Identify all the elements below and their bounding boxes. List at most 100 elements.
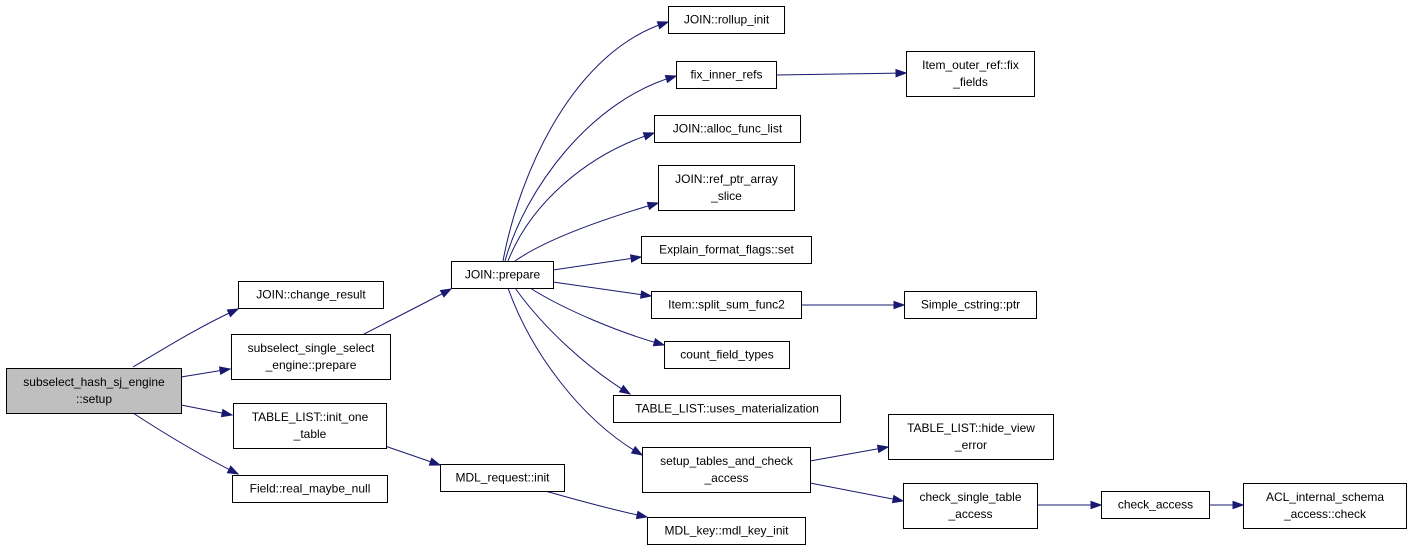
node-alloc-func-list[interactable]: JOIN::alloc_func_list (654, 115, 801, 143)
node-uses-mat[interactable]: TABLE_LIST::uses_materialization (613, 395, 841, 423)
edge-line (507, 132, 655, 262)
node-label: _access (947, 507, 992, 521)
node-label: subselect_single_select (248, 341, 375, 355)
node-label: subselect_hash_sj_engine (23, 375, 165, 389)
edge-split-sum-to-cstring-ptr (801, 300, 906, 310)
edge-join-prepare-to-uses-mat (514, 287, 632, 395)
edge-line (502, 21, 669, 262)
edge-line (775, 72, 907, 76)
node-label: fix_inner_refs (690, 68, 762, 82)
node-label: MDL_request::init (455, 471, 550, 485)
node-explain-set[interactable]: Explain_format_flags::set (641, 236, 812, 264)
node-box[interactable] (1101, 491, 1210, 519)
node-setup-tables[interactable]: setup_tables_and_check_access (642, 447, 811, 493)
edge-line (544, 490, 648, 518)
node-check-access[interactable]: check_access (1101, 491, 1210, 519)
node-label: ::setup (76, 392, 112, 406)
arrowhead-icon (876, 444, 890, 454)
arrowhead-icon (629, 254, 643, 263)
node-box[interactable] (654, 115, 801, 143)
arrowhead-icon (635, 510, 649, 520)
node-split-sum[interactable]: Item::split_sum_func2 (651, 291, 802, 319)
edge-line (552, 256, 642, 271)
node-rollup-init[interactable]: JOIN::rollup_init (668, 6, 785, 34)
edge-line (132, 308, 239, 368)
arrowhead-icon (652, 337, 666, 347)
node-label: Explain_format_flags::set (659, 243, 794, 257)
node-acl-check[interactable]: ACL_internal_schema_access::check (1243, 483, 1407, 529)
node-real-maybe-null[interactable]: Field::real_maybe_null (232, 475, 388, 503)
node-init-one-table[interactable]: TABLE_LIST::init_one_table (233, 403, 387, 449)
arrowhead-icon (656, 21, 670, 30)
edge-setup-tables-to-check-single (809, 482, 905, 504)
node-cstring-ptr[interactable]: Simple_cstring::ptr (904, 291, 1037, 319)
node-box[interactable] (647, 517, 806, 545)
node-box[interactable] (906, 51, 1035, 97)
edge-mdl-request-init-to-mdl-key-init (544, 490, 649, 520)
node-box[interactable] (903, 483, 1038, 529)
node-check-single[interactable]: check_single_table_access (903, 483, 1038, 529)
node-label: _fields (952, 75, 988, 89)
edge-line (507, 287, 643, 456)
edge-join-prepare-to-ref-ptr-array (514, 201, 660, 262)
node-box[interactable] (668, 6, 785, 34)
edge-line (809, 446, 889, 462)
arrowhead-icon (630, 445, 644, 456)
node-join-prepare[interactable]: JOIN::prepare (451, 261, 554, 289)
arrowhead-icon (1232, 500, 1245, 510)
node-count-field[interactable]: count_field_types (664, 341, 790, 369)
edge-join-prepare-to-fix-inner-refs (504, 74, 678, 262)
node-box[interactable] (658, 165, 795, 211)
edge-root-to-sub-prepare (180, 366, 232, 378)
node-label: check_access (1118, 498, 1193, 512)
node-box[interactable] (6, 368, 182, 414)
node-box[interactable] (440, 464, 565, 492)
node-hide-view[interactable]: TABLE_LIST::hide_view_error (888, 414, 1054, 460)
edge-join-prepare-to-count-field (529, 287, 666, 347)
node-box[interactable] (888, 414, 1054, 460)
node-label: _access (703, 471, 748, 485)
node-label: count_field_types (680, 348, 773, 362)
node-label: Item::split_sum_func2 (668, 298, 785, 312)
node-root[interactable]: subselect_hash_sj_engine::setup (6, 368, 182, 414)
node-fix-inner-refs[interactable]: fix_inner_refs (676, 61, 777, 89)
node-label: _error (954, 438, 987, 452)
node-box[interactable] (613, 395, 841, 423)
node-box[interactable] (238, 281, 384, 309)
node-label: JOIN::ref_ptr_array (675, 172, 778, 186)
node-box[interactable] (451, 261, 554, 289)
node-mdl-key-init[interactable]: MDL_key::mdl_key_init (647, 517, 806, 545)
arrowhead-icon (220, 408, 234, 418)
node-label: JOIN::alloc_func_list (673, 122, 783, 136)
edge-line (132, 412, 239, 475)
edge-line (529, 287, 665, 346)
node-box[interactable] (651, 291, 802, 319)
node-outer-ref-fix[interactable]: Item_outer_ref::fix_fields (906, 51, 1035, 97)
edge-join-prepare-to-explain-set (552, 254, 643, 271)
arrowhead-icon (618, 384, 632, 395)
node-label: _slice (710, 189, 742, 203)
node-box[interactable] (664, 341, 790, 369)
node-mdl-request-init[interactable]: MDL_request::init (440, 464, 565, 492)
node-change-result[interactable]: JOIN::change_result (238, 281, 384, 309)
node-box[interactable] (1243, 483, 1407, 529)
node-box[interactable] (904, 291, 1037, 319)
node-box[interactable] (641, 236, 812, 264)
node-box[interactable] (642, 447, 811, 493)
node-label: JOIN::change_result (256, 288, 366, 302)
arrowhead-icon (428, 457, 442, 466)
edge-line (809, 482, 904, 502)
node-box[interactable] (676, 61, 777, 89)
node-label: ACL_internal_schema (1266, 490, 1384, 504)
node-box[interactable] (233, 403, 387, 449)
node-label: JOIN::prepare (465, 268, 541, 282)
edge-root-to-real-maybe-null (132, 412, 240, 475)
node-label: Item_outer_ref::fix (922, 58, 1019, 72)
node-label: Field::real_maybe_null (250, 482, 371, 496)
node-ref-ptr-array[interactable]: JOIN::ref_ptr_array_slice (658, 165, 795, 211)
node-box[interactable] (231, 334, 391, 380)
arrowhead-icon (893, 300, 906, 310)
node-sub-prepare[interactable]: subselect_single_select_engine::prepare (231, 334, 391, 380)
node-box[interactable] (232, 475, 388, 503)
node-label: TABLE_LIST::hide_view (907, 421, 1035, 435)
